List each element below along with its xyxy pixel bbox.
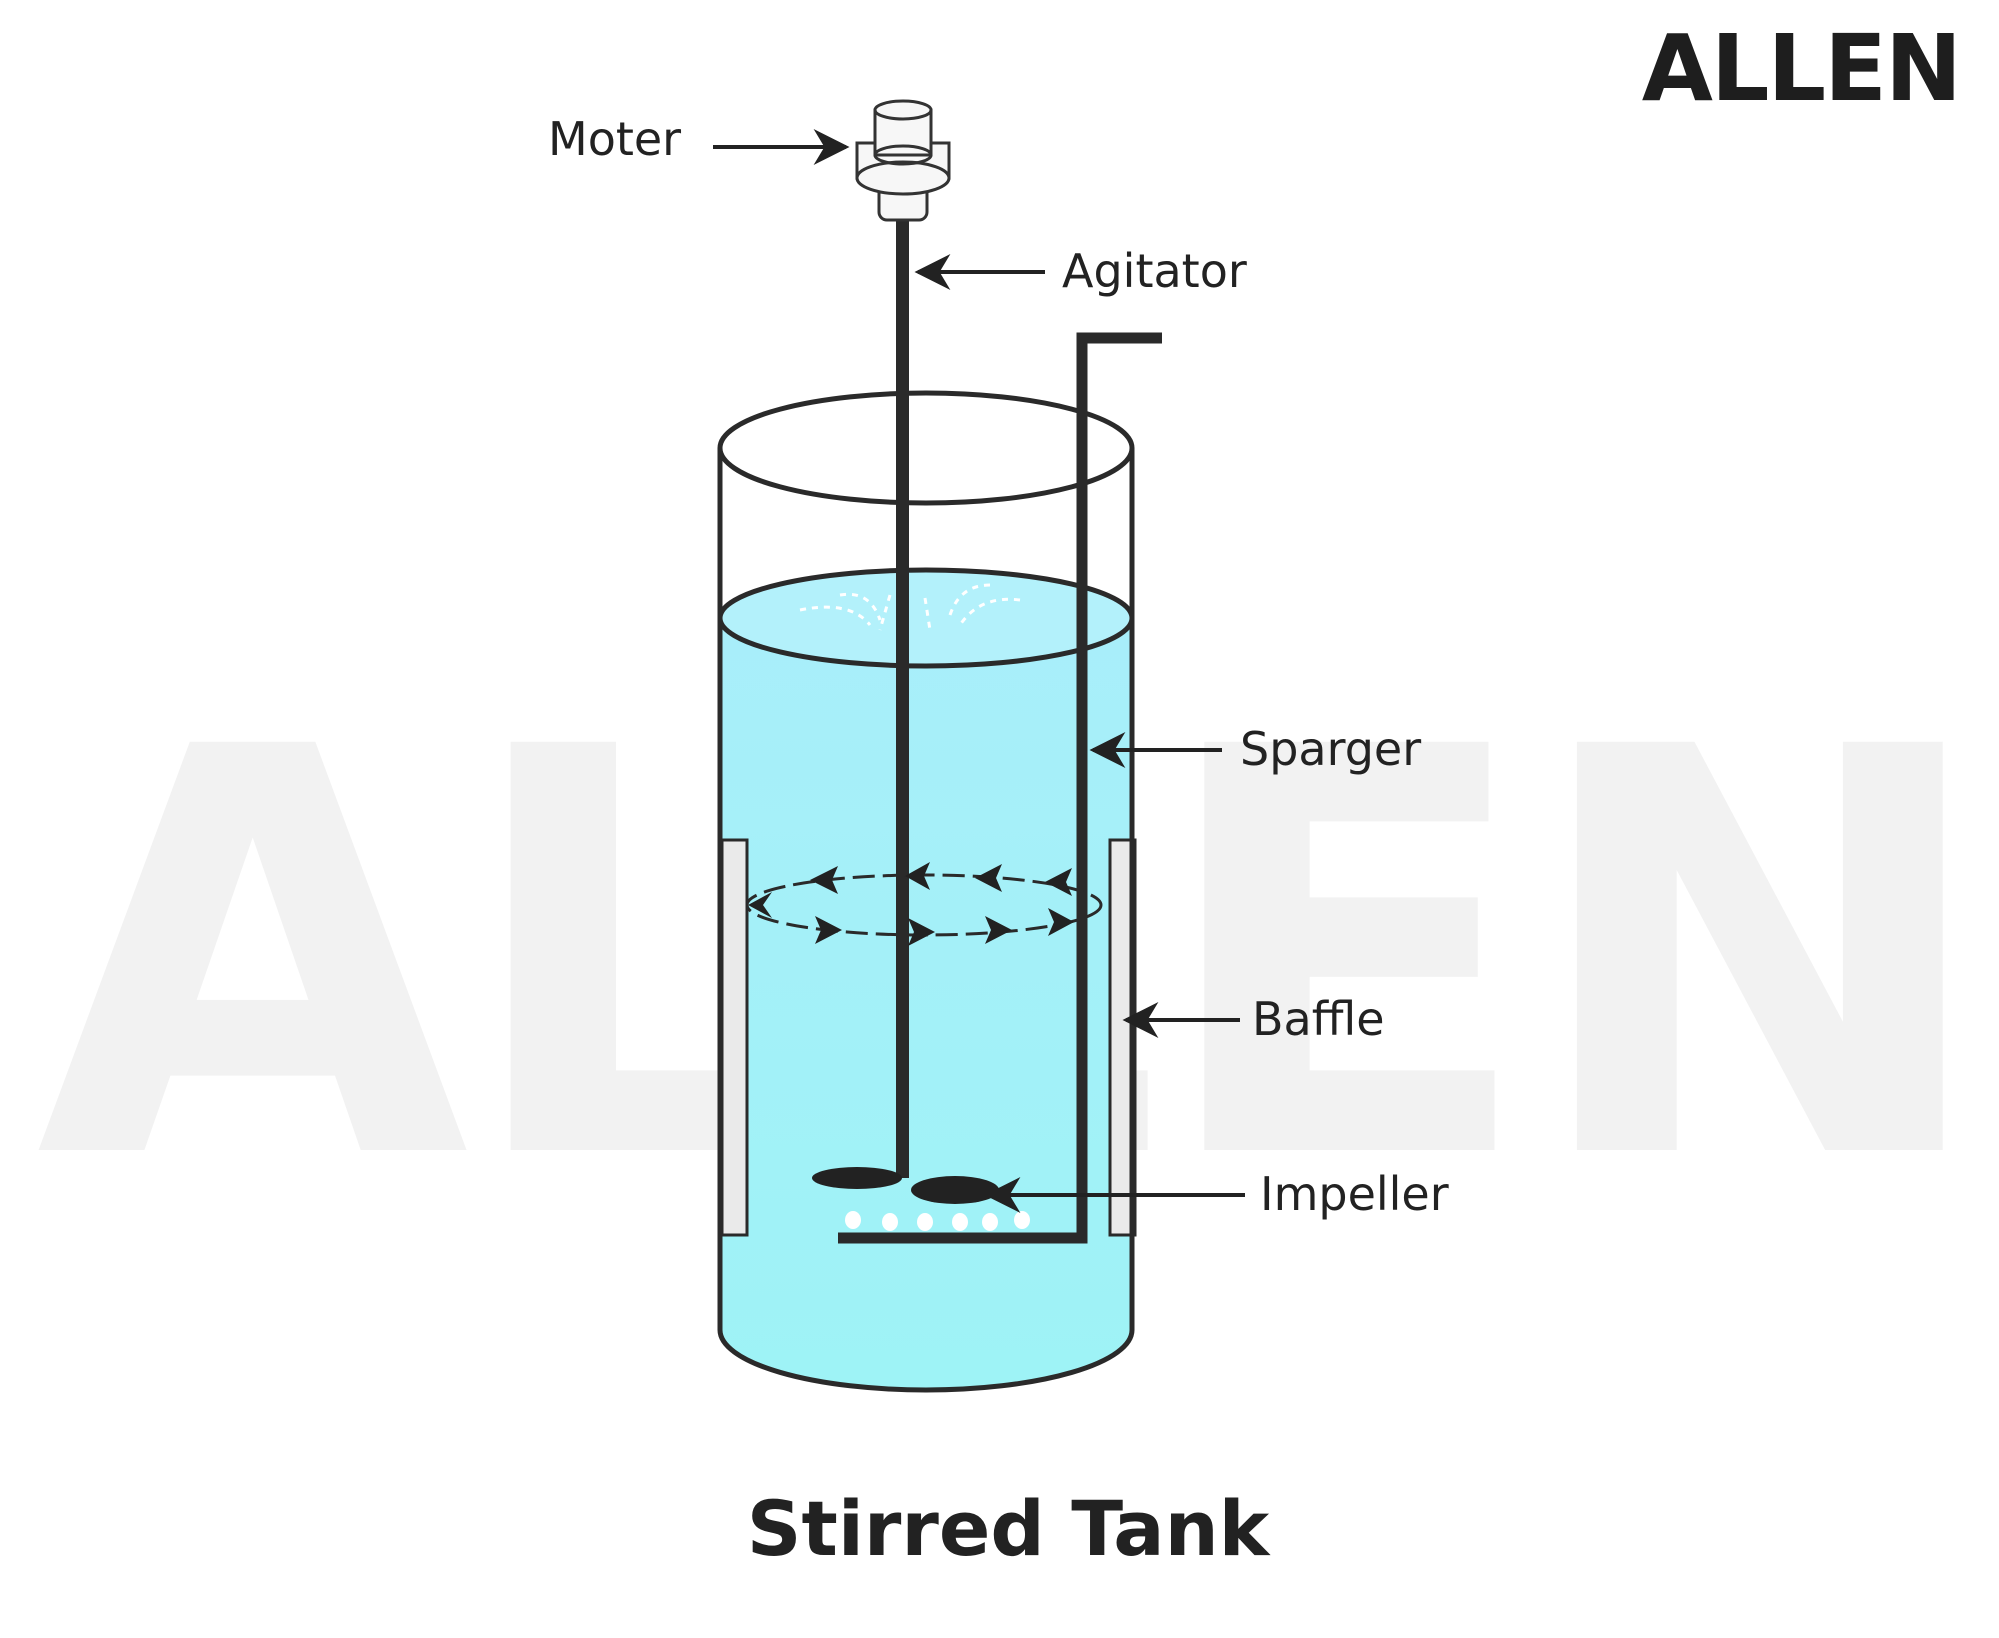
sparger-pipe bbox=[838, 332, 1162, 1244]
impeller-label: Impeller bbox=[1260, 1167, 1449, 1221]
left-baffle bbox=[720, 838, 749, 1237]
baffle-label: Baffle bbox=[1252, 992, 1385, 1046]
tank-liquid bbox=[717, 567, 1135, 1390]
motor-icon bbox=[855, 99, 951, 222]
brand-logo: ALLEN bbox=[1642, 15, 1960, 122]
agitator-label: Agitator bbox=[1062, 244, 1247, 298]
motor-label: Moter bbox=[548, 112, 681, 166]
sparger-bubbles bbox=[845, 1211, 1030, 1231]
impeller-blades bbox=[812, 1167, 999, 1204]
sparger-label: Sparger bbox=[1240, 722, 1421, 776]
surface-splash bbox=[799, 583, 1021, 631]
agitator-shaft bbox=[896, 218, 909, 1178]
diagram-title: Stirred Tank bbox=[747, 1484, 1271, 1573]
circulation-flow bbox=[745, 862, 1103, 946]
tank-outline bbox=[717, 390, 1135, 1393]
